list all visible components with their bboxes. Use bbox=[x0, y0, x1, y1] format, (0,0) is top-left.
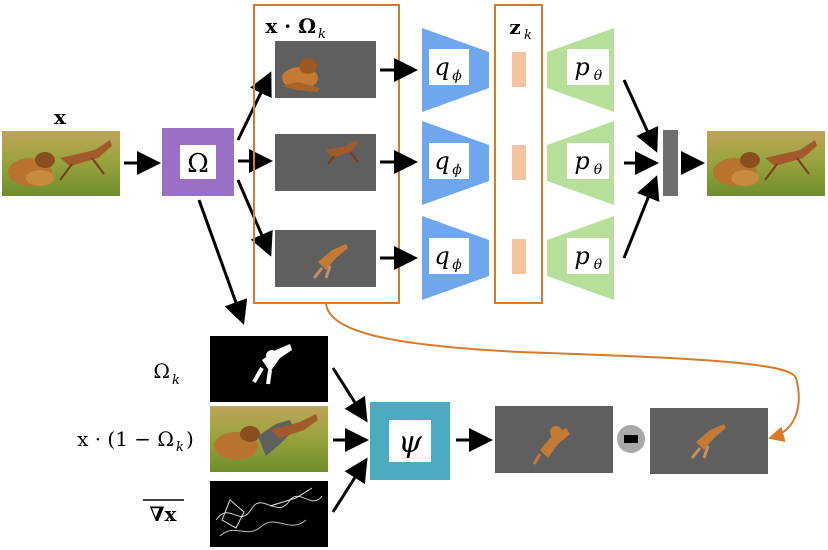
complement-label: x · (1 − Ω bbox=[77, 427, 174, 451]
input-label: x bbox=[54, 105, 67, 129]
masked-image-2 bbox=[275, 134, 376, 191]
complement-close: ) bbox=[186, 427, 194, 451]
combiner-bar bbox=[663, 130, 678, 196]
target-connector bbox=[325, 303, 800, 443]
encoder-3-subscript: ϕ bbox=[452, 257, 462, 273]
masked-image-1 bbox=[275, 41, 376, 98]
complement-subscript: k bbox=[176, 440, 184, 455]
mask-image bbox=[210, 336, 328, 402]
decoder-1-subscript: θ bbox=[594, 68, 603, 84]
decoder-2: p θ bbox=[547, 121, 614, 205]
input-image bbox=[2, 131, 120, 196]
mask-k-label: Ω bbox=[153, 359, 170, 383]
decoder-1: p θ bbox=[547, 28, 614, 112]
encoder-2: q ϕ bbox=[422, 121, 489, 205]
latent-code-2 bbox=[512, 145, 526, 180]
encoder-1-subscript: ϕ bbox=[452, 68, 462, 84]
inpainting-network-label: ψ bbox=[398, 425, 422, 460]
inpainted-prediction bbox=[495, 406, 613, 473]
latent-code-3 bbox=[512, 239, 526, 274]
latent-subscript: k bbox=[524, 28, 532, 43]
masked-image-3 bbox=[275, 230, 376, 287]
encoder-2-subscript: ϕ bbox=[452, 162, 462, 178]
masked-input-subscript: k bbox=[318, 27, 326, 42]
target-masked-image bbox=[650, 408, 768, 474]
decoder-2-subscript: θ bbox=[594, 162, 603, 178]
encoder-3: q ϕ bbox=[422, 216, 489, 300]
encoder-3-label: q bbox=[434, 242, 449, 270]
encoder-1: q ϕ bbox=[422, 28, 489, 112]
mask-k-subscript: k bbox=[172, 373, 180, 388]
latent-code-1 bbox=[512, 52, 526, 87]
reconstructed-image bbox=[707, 131, 825, 196]
encoder-1-label: q bbox=[434, 53, 449, 81]
gradient-label: ∇x bbox=[150, 502, 178, 526]
decoder-3: p θ bbox=[547, 216, 614, 300]
masked-input-label: x · Ω bbox=[265, 14, 316, 38]
mask-operator-label: Ω bbox=[187, 149, 209, 179]
complement-image bbox=[210, 406, 328, 472]
decoder-3-label: p bbox=[574, 242, 589, 270]
latent-label: z bbox=[509, 15, 520, 39]
encoder-2-label: q bbox=[434, 147, 449, 175]
decoder-1-label: p bbox=[574, 53, 589, 81]
latent-frame bbox=[494, 4, 543, 304]
edge-image bbox=[210, 481, 328, 547]
decoder-3-subscript: θ bbox=[594, 257, 603, 273]
decoder-2-label: p bbox=[574, 147, 589, 175]
